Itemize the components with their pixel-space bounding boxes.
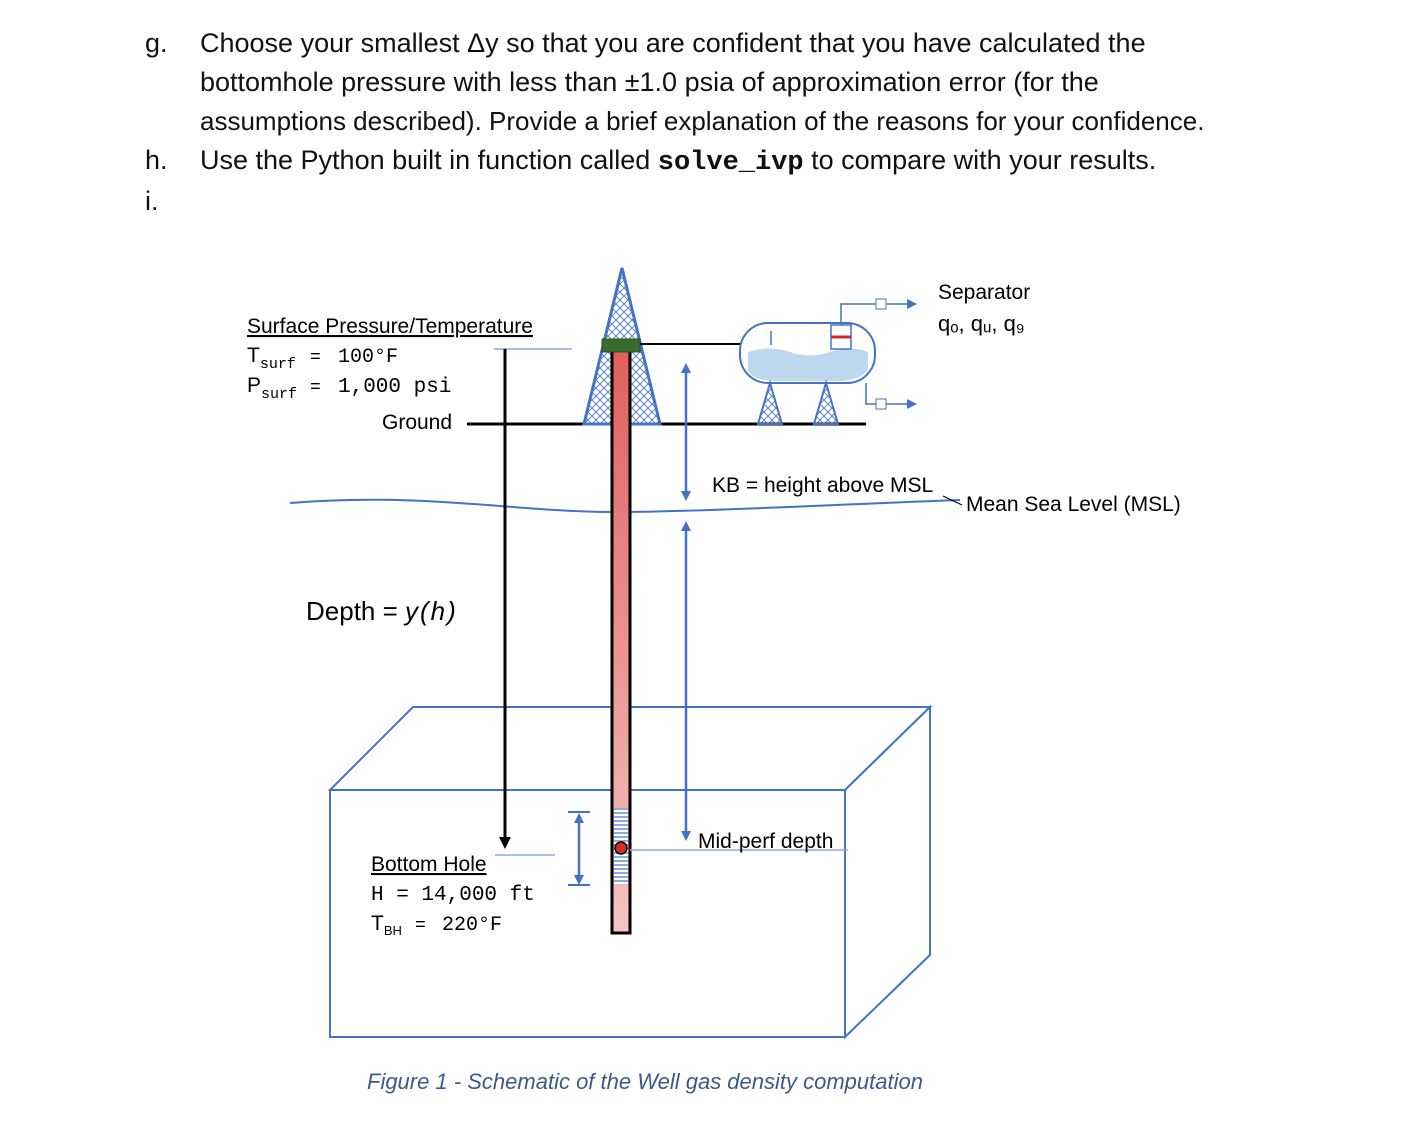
psurf-value: 1,000 psi bbox=[338, 376, 451, 399]
tsurf-subscript: surf bbox=[260, 356, 296, 373]
question-h-marker: h. bbox=[145, 145, 168, 175]
question-i-marker: i. bbox=[145, 186, 159, 216]
tsurf-value: 100°F bbox=[338, 346, 398, 369]
psurf-subscript: surf bbox=[261, 386, 297, 403]
question-h-pre: Use the Python built in function called bbox=[200, 145, 658, 175]
question-g-line-1: Choose your smallest Δy so that you are … bbox=[200, 28, 1146, 58]
wellbore bbox=[610, 348, 632, 935]
midperf-label: Mid-perf depth bbox=[698, 830, 833, 853]
tsurf-equals: = bbox=[310, 348, 321, 368]
depth-h-value: H = 14,000 ft bbox=[371, 884, 535, 907]
tbh-value: 220°F bbox=[442, 914, 502, 937]
separator-label: Separator bbox=[938, 281, 1030, 304]
tsurf-symbol: T bbox=[247, 344, 260, 367]
question-g: g. Choose your smallest Δy so that you a… bbox=[145, 24, 1405, 140]
tsurf-label: Tsurf bbox=[247, 344, 296, 373]
kb-label: KB = height above MSL bbox=[712, 474, 933, 497]
psurf-symbol: P bbox=[247, 374, 261, 397]
wellhead bbox=[601, 338, 641, 353]
msl-leader-line bbox=[942, 495, 963, 506]
mid-perf-marker bbox=[614, 841, 628, 855]
question-h-post: to compare with your results. bbox=[803, 145, 1157, 175]
question-g-marker: g. bbox=[145, 28, 168, 58]
question-g-line-3: assumptions described). Provide a brief … bbox=[200, 106, 1205, 136]
figure-caption: Figure 1 - Schematic of the Well gas den… bbox=[367, 1069, 923, 1094]
ground-label: Ground bbox=[382, 411, 452, 434]
depth-label-text: Depth = bbox=[306, 596, 405, 626]
separator-vessel bbox=[739, 298, 917, 425]
question-h-code: solve_ivp bbox=[657, 148, 804, 178]
msl-label: Mean Sea Level (MSL) bbox=[966, 493, 1181, 516]
tbh-label: TBH bbox=[371, 912, 402, 938]
psurf-label: Psurf bbox=[247, 374, 297, 403]
tbh-subscript: BH bbox=[384, 923, 402, 938]
psurf-equals: = bbox=[310, 378, 321, 398]
question-g-line-2: bottomhole pressure with less than ±1.0 … bbox=[200, 67, 1099, 97]
question-i: i. bbox=[145, 182, 205, 220]
depth-label: Depth = y(h) bbox=[306, 596, 458, 626]
msl-wave bbox=[289, 498, 961, 514]
depth-function: y(h) bbox=[403, 596, 458, 626]
surface-title: Surface Pressure/Temperature bbox=[247, 315, 533, 338]
flow-rates-label: qₒ, qᵤ, q₉ bbox=[938, 311, 1025, 336]
tbh-equals: = bbox=[415, 916, 426, 936]
question-h: h. Use the Python built in function call… bbox=[145, 141, 1345, 179]
tbh-symbol: T bbox=[371, 912, 384, 935]
bottomhole-title: Bottom Hole bbox=[371, 853, 487, 876]
question-h-text: Use the Python built in function called … bbox=[200, 141, 1156, 182]
